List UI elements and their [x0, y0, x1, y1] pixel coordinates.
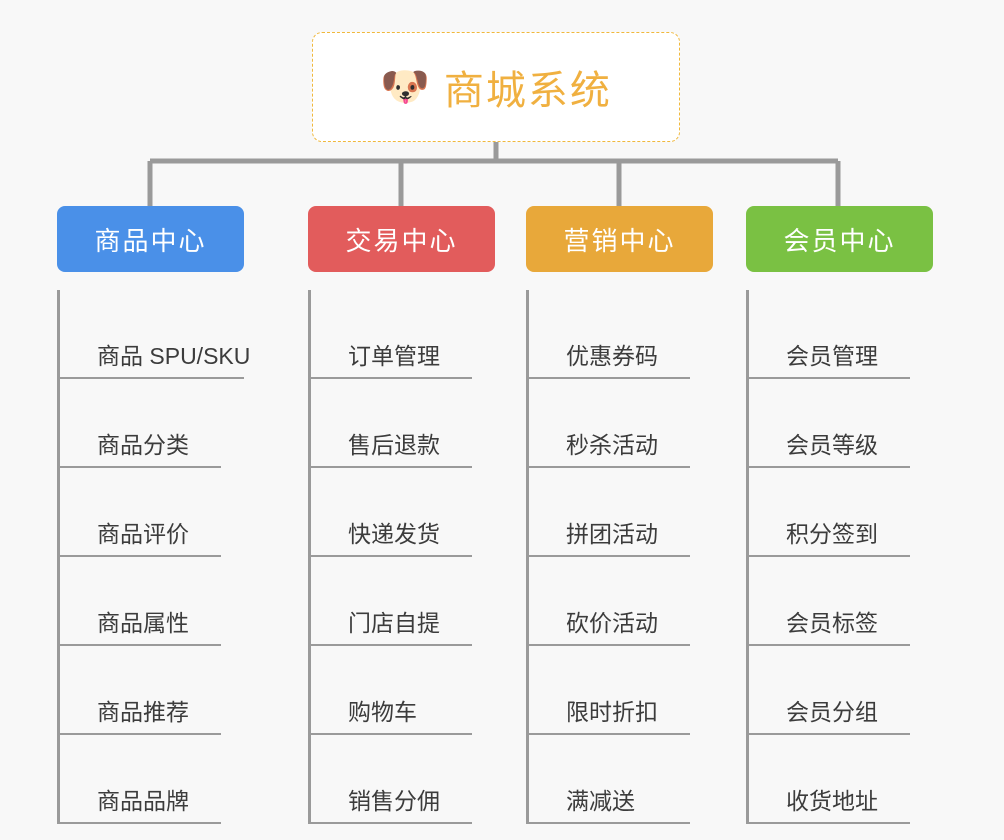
item-label: 满减送: [566, 782, 690, 824]
item-label: 售后退款: [348, 426, 472, 468]
item-label: 限时折扣: [566, 693, 690, 735]
item-label: 商品推荐: [97, 693, 221, 735]
item-label: 购物车: [348, 693, 472, 735]
list-item[interactable]: 会员等级: [749, 379, 933, 468]
list-item[interactable]: 商品分类: [60, 379, 244, 468]
category-box-product-center[interactable]: 商品中心: [57, 206, 244, 272]
list-item[interactable]: 限时折扣: [529, 646, 713, 735]
list-item[interactable]: 商品推荐: [60, 646, 244, 735]
category-label: 交易中心: [345, 225, 458, 256]
list-item[interactable]: 快递发货: [311, 468, 495, 557]
item-label: 订单管理: [348, 337, 472, 379]
list-item[interactable]: 订单管理: [311, 290, 495, 379]
item-label: 收货地址: [786, 782, 910, 824]
item-label: 会员管理: [786, 337, 910, 379]
list-item[interactable]: 会员分组: [749, 646, 933, 735]
root-node[interactable]: 🐶 商城系统: [312, 32, 680, 142]
list-item[interactable]: 砍价活动: [529, 557, 713, 646]
item-list-member-center: 会员管理 会员等级 积分签到 会员标签 会员分组 收货地址: [746, 290, 933, 824]
category-box-trade-center[interactable]: 交易中心: [308, 206, 495, 272]
list-item[interactable]: 优惠券码: [529, 290, 713, 379]
list-item[interactable]: 门店自提: [311, 557, 495, 646]
list-item[interactable]: 商品评价: [60, 468, 244, 557]
list-item[interactable]: 满减送: [529, 735, 713, 824]
item-label: 商品 SPU/SKU: [97, 337, 250, 379]
item-list-product-center: 商品 SPU/SKU 商品分类 商品评价 商品属性 商品推荐 商品品牌: [57, 290, 250, 824]
category-label: 会员中心: [783, 225, 896, 256]
item-label: 会员分组: [786, 693, 910, 735]
item-label: 砍价活动: [566, 604, 690, 646]
item-label: 商品品牌: [97, 782, 221, 824]
category-box-member-center[interactable]: 会员中心: [746, 206, 933, 272]
branch-product-center: 商品中心 商品 SPU/SKU 商品分类 商品评价 商品属性 商品推荐 商品品牌: [57, 206, 250, 824]
item-label: 秒杀活动: [566, 426, 690, 468]
item-label: 优惠券码: [566, 337, 690, 379]
list-item[interactable]: 会员标签: [749, 557, 933, 646]
branch-trade-center: 交易中心 订单管理 售后退款 快递发货 门店自提 购物车 销售分佣: [308, 206, 495, 824]
item-label: 商品评价: [97, 515, 221, 557]
list-item[interactable]: 售后退款: [311, 379, 495, 468]
list-item[interactable]: 销售分佣: [311, 735, 495, 824]
item-label: 会员标签: [786, 604, 910, 646]
item-label: 拼团活动: [566, 515, 690, 557]
list-item[interactable]: 商品品牌: [60, 735, 244, 824]
list-item[interactable]: 拼团活动: [529, 468, 713, 557]
branch-member-center: 会员中心 会员管理 会员等级 积分签到 会员标签 会员分组 收货地址: [746, 206, 933, 824]
list-item[interactable]: 会员管理: [749, 290, 933, 379]
item-list-trade-center: 订单管理 售后退款 快递发货 门店自提 购物车 销售分佣: [308, 290, 495, 824]
item-label: 商品分类: [97, 426, 221, 468]
list-item[interactable]: 购物车: [311, 646, 495, 735]
root-title: 商城系统: [443, 69, 612, 113]
category-box-marketing-center[interactable]: 营销中心: [526, 206, 713, 272]
item-label: 销售分佣: [348, 782, 472, 824]
item-label: 商品属性: [97, 604, 221, 646]
list-item[interactable]: 收货地址: [749, 735, 933, 824]
item-list-marketing-center: 优惠券码 秒杀活动 拼团活动 砍价活动 限时折扣 满减送: [526, 290, 713, 824]
shiba-dog-face-icon: 🐶: [380, 65, 430, 109]
item-label: 积分签到: [786, 515, 910, 557]
list-item[interactable]: 积分签到: [749, 468, 933, 557]
branch-marketing-center: 营销中心 优惠券码 秒杀活动 拼团活动 砍价活动 限时折扣 满减送: [526, 206, 713, 824]
item-label: 会员等级: [786, 426, 910, 468]
item-label: 门店自提: [348, 604, 472, 646]
list-item[interactable]: 秒杀活动: [529, 379, 713, 468]
item-label: 快递发货: [348, 515, 472, 557]
category-label: 商品中心: [94, 225, 207, 256]
list-item[interactable]: 商品 SPU/SKU: [60, 290, 250, 379]
list-item[interactable]: 商品属性: [60, 557, 244, 646]
category-label: 营销中心: [563, 225, 676, 256]
